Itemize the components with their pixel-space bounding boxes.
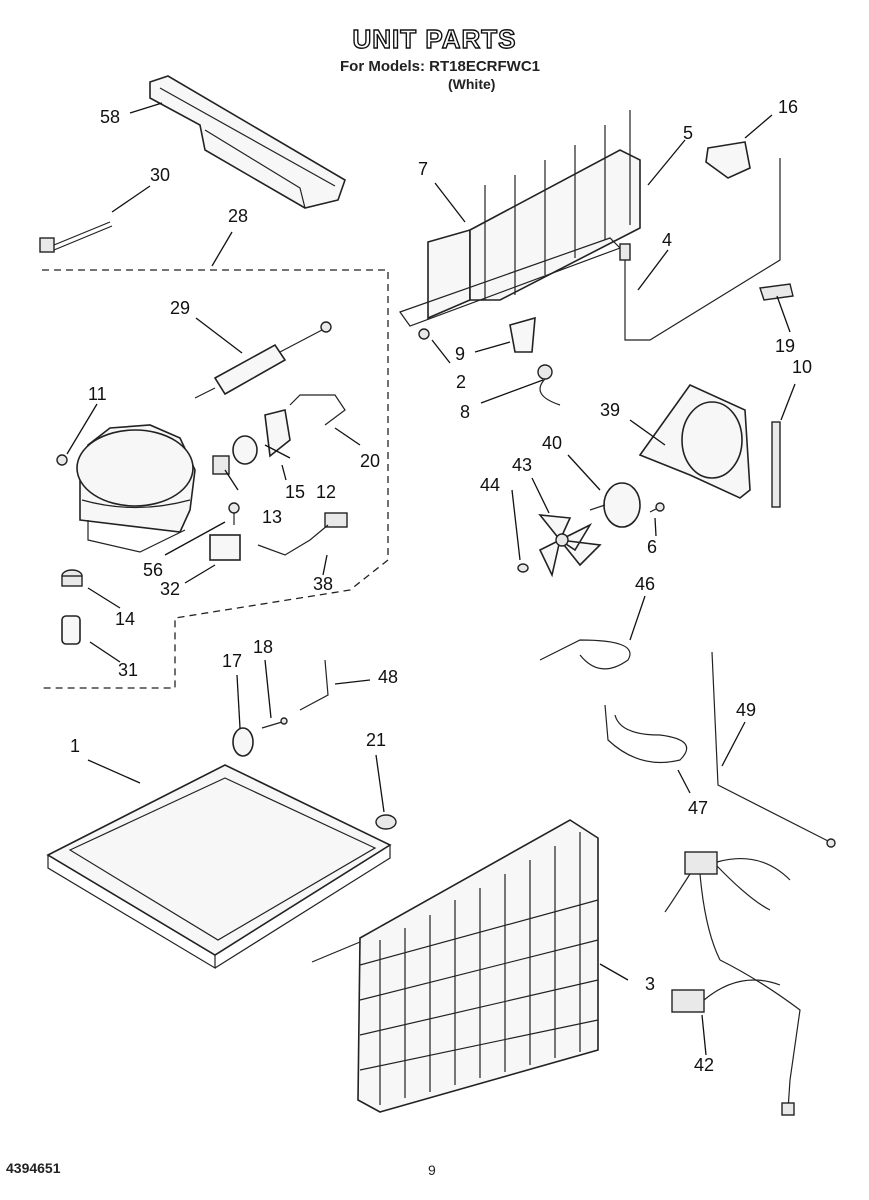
page-number: 9 xyxy=(428,1162,436,1178)
part-clip-19 xyxy=(759,283,794,301)
part-compressor xyxy=(56,424,196,553)
part-tube-48 xyxy=(299,659,329,711)
part-fan-motor-40 xyxy=(589,482,641,528)
part-tube-49 xyxy=(711,651,836,848)
part-evaporator-7 xyxy=(399,110,641,327)
callout-49: 49 xyxy=(736,700,756,720)
callout-4: 4 xyxy=(662,230,672,250)
part-screw-18 xyxy=(261,717,288,729)
models-line: For Models: RT18ECRFWC1 xyxy=(340,58,541,75)
callout-17: 17 xyxy=(222,651,242,671)
callout-46: 46 xyxy=(635,574,655,594)
part-terminal-38 xyxy=(257,512,348,556)
compressor-group-boundary xyxy=(42,269,389,689)
callout-2: 2 xyxy=(456,372,466,392)
part-harness-8 xyxy=(537,364,561,406)
callout-5: 5 xyxy=(683,123,693,143)
part-base-frame-1 xyxy=(46,764,392,970)
part-tube-47 xyxy=(604,704,688,764)
part-cap-16 xyxy=(705,141,751,179)
callout-58: 58 xyxy=(100,107,120,127)
part-nut-21 xyxy=(375,814,397,830)
callout-3: 3 xyxy=(645,974,655,994)
part-relay-13 xyxy=(212,455,230,475)
part-screw-56 xyxy=(228,502,240,525)
callout-20: 20 xyxy=(360,451,380,471)
callout-29: 29 xyxy=(170,298,190,318)
document-number: 4394651 xyxy=(6,1160,61,1176)
part-connector-30 xyxy=(39,221,113,253)
part-fan-shroud-39 xyxy=(638,383,751,499)
callout-30: 30 xyxy=(150,165,170,185)
part-tube-46 xyxy=(539,639,631,670)
color-line: (White) xyxy=(448,76,496,92)
callout-11: 11 xyxy=(88,384,107,404)
callout-1: 1 xyxy=(70,736,80,756)
part-wiring-harness-42 xyxy=(664,851,801,1116)
callout-56: 56 xyxy=(143,560,163,580)
part-drain-tray-58 xyxy=(149,75,346,209)
callout-13: 13 xyxy=(262,507,282,527)
callout-40: 40 xyxy=(542,433,562,453)
callout-39: 39 xyxy=(600,400,620,420)
callout-10: 10 xyxy=(792,357,812,377)
callout-32: 32 xyxy=(160,579,180,599)
part-thermistor-4 xyxy=(619,158,781,341)
callout-9: 9 xyxy=(455,344,465,364)
part-grommet-17 xyxy=(232,727,254,757)
callout-19: 19 xyxy=(775,336,795,356)
callout-21: 21 xyxy=(366,730,386,750)
part-fan-blade-43 xyxy=(538,514,602,578)
callout-42: 42 xyxy=(694,1055,714,1075)
callout-labels: 58 30 28 29 11 15 12 13 20 56 32 38 14 3… xyxy=(70,97,812,1075)
leader-lines xyxy=(66,102,796,1056)
callout-14: 14 xyxy=(115,609,135,629)
part-capacitor-32 xyxy=(209,534,241,561)
part-bracket-9 xyxy=(509,316,536,353)
part-cover-12 xyxy=(264,409,291,458)
part-condenser-3 xyxy=(311,819,599,1113)
callout-38: 38 xyxy=(313,574,333,594)
part-screw-6 xyxy=(649,502,665,513)
part-drier-29 xyxy=(194,321,332,399)
callout-48: 48 xyxy=(378,667,398,687)
part-grommet-14 xyxy=(61,569,83,587)
callout-18: 18 xyxy=(253,637,273,657)
callout-7: 7 xyxy=(418,159,428,179)
part-sleeve-31 xyxy=(61,615,81,645)
callout-16: 16 xyxy=(778,97,798,117)
callout-12: 12 xyxy=(316,482,336,502)
callout-43: 43 xyxy=(512,455,532,475)
callout-31: 31 xyxy=(118,660,138,680)
part-clip-44 xyxy=(517,563,529,573)
callout-15: 15 xyxy=(285,482,305,502)
page-title: UNIT PARTS xyxy=(352,23,517,54)
part-screw-2 xyxy=(418,328,430,340)
callout-8: 8 xyxy=(460,402,470,422)
callout-44: 44 xyxy=(480,475,500,495)
part-strip-10 xyxy=(771,421,781,508)
part-wire-20 xyxy=(289,394,346,426)
part-overload-15 xyxy=(232,435,258,465)
callout-6: 6 xyxy=(647,537,657,557)
callout-47: 47 xyxy=(688,798,708,818)
callout-28: 28 xyxy=(228,206,248,226)
